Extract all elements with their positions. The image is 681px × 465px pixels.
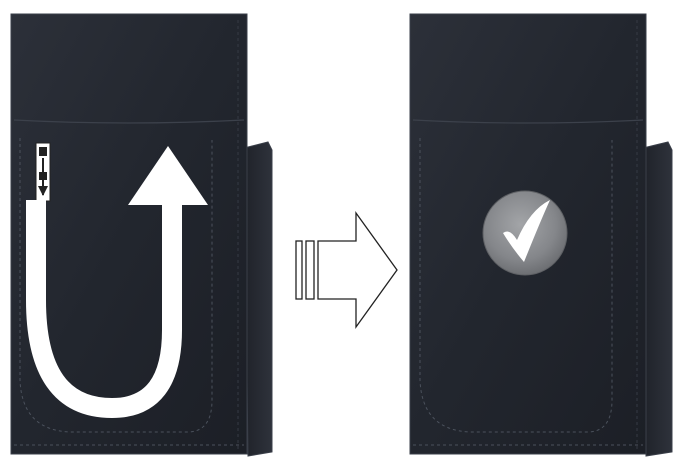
bag-side-after [642, 141, 673, 457]
right-arrow-icon [295, 210, 398, 330]
bag-side-before [243, 141, 273, 457]
flap-seam-before [13, 119, 245, 124]
panel-before [10, 13, 273, 457]
panel-after [409, 13, 673, 457]
u-turn-arrow-icon [26, 146, 208, 419]
checkmark-icon [482, 190, 568, 276]
zipper-pull-icon [35, 142, 51, 202]
flap-seam-after [412, 119, 644, 124]
